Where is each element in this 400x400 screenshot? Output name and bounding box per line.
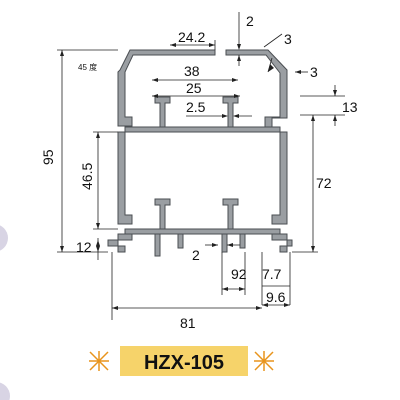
dim-3-corner: 3 [284, 31, 292, 47]
dim-45-degree: 45 度 [78, 62, 97, 72]
profile-bottom-stem-1 [154, 233, 161, 257]
profile-bottom-stem-2 [177, 233, 184, 249]
arrow [256, 306, 262, 310]
dim-38: 38 [184, 63, 200, 79]
profile-lower-t-right [222, 198, 239, 230]
arrow [152, 94, 158, 98]
dimension-lines [57, 12, 345, 320]
profile-bottom-right-fin [271, 233, 293, 253]
dim-13: 13 [342, 99, 358, 115]
arrow [112, 306, 118, 310]
arrow [232, 78, 238, 82]
arrow [311, 115, 315, 121]
arrow [60, 246, 64, 252]
profile-upper-t-left [154, 96, 171, 128]
arrow [237, 55, 241, 61]
dim-24-2: 24.2 [178, 29, 205, 45]
dim-81: 81 [180, 315, 196, 331]
arrow [237, 44, 241, 50]
arrow [96, 246, 100, 252]
arrow [222, 287, 228, 291]
arrow [295, 70, 301, 74]
profile-bottom-stem-4 [239, 233, 246, 249]
dim-3-right: 3 [310, 64, 318, 80]
dimension-labels: 24.2 2 3 45 度 38 3 25 2.5 13 95 46.5 72 … [40, 13, 358, 331]
dimension-arrows [60, 43, 337, 310]
arrow [333, 90, 337, 96]
profile-upper-t-right [222, 96, 239, 128]
dim-9-2: 92 [231, 266, 247, 282]
arrow [233, 114, 239, 118]
dim-12: 12 [76, 239, 92, 255]
arrow [152, 78, 158, 82]
profile-upper-web [124, 126, 281, 133]
arrow [284, 303, 290, 307]
arrow [222, 114, 228, 118]
arrow [209, 43, 215, 47]
arrow [262, 303, 268, 307]
dim-7-7: 7.7 [262, 266, 282, 282]
arrow [60, 50, 64, 56]
arrow [227, 243, 233, 247]
profile-right-wall [271, 131, 288, 225]
dim-46-5: 46.5 [79, 163, 95, 190]
dim-9-6: 9.6 [266, 289, 286, 305]
profile-top-left-shell [117, 49, 216, 127]
profile-left-wall [117, 131, 133, 225]
arrow [333, 115, 337, 121]
dim-2-5: 2.5 [186, 99, 206, 115]
dim-2-top: 2 [246, 13, 254, 29]
dim-25: 25 [186, 80, 202, 96]
arrow [268, 64, 274, 72]
arrow [311, 246, 315, 252]
profile-lower-t-left [154, 198, 171, 230]
dim-72: 72 [316, 175, 332, 191]
decor-circle-left-top [0, 225, 8, 251]
arrow [170, 43, 176, 47]
profile-lower-web [124, 228, 281, 235]
model-label: HZX-105 [89, 346, 274, 376]
left-star-icon [89, 351, 109, 371]
decor-circle-left-bottom [0, 382, 10, 400]
profile-bottom-stem-3 [221, 233, 228, 253]
dim-95: 95 [40, 149, 56, 165]
model-label-background [120, 346, 248, 376]
aluminum-profile [107, 49, 293, 257]
model-label-text: HZX-105 [144, 352, 224, 374]
arrow [234, 94, 240, 98]
arrow [239, 287, 245, 291]
arrow [96, 132, 100, 138]
arrow [96, 223, 100, 229]
right-star-icon [254, 351, 274, 371]
arrow [96, 240, 100, 246]
dim-2-bottom: 2 [192, 247, 200, 263]
profile-bottom-left-fin [107, 233, 133, 253]
arrow [212, 243, 218, 247]
